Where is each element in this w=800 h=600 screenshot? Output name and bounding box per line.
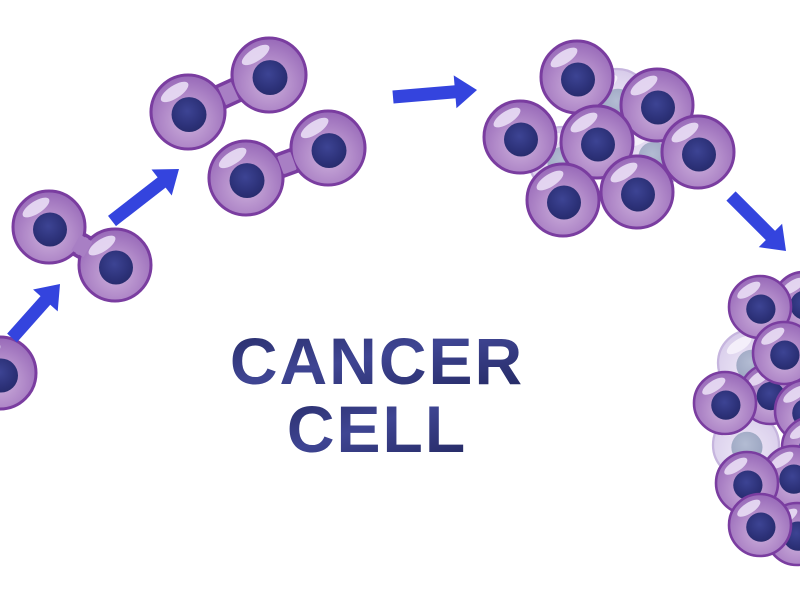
cell-nucleus	[33, 212, 67, 247]
cell-nucleus	[99, 250, 133, 285]
cell-highlight	[570, 112, 598, 133]
cell-nucleus	[0, 358, 18, 393]
flow-arrow	[726, 191, 786, 251]
cancer-cell	[660, 114, 736, 190]
cell-nucleus	[711, 390, 741, 420]
cell-highlight	[726, 336, 752, 355]
cell-nucleus	[547, 185, 581, 220]
arrow-shaft	[108, 176, 168, 227]
division-bridge-neck	[71, 234, 93, 258]
arrow-shaft	[726, 191, 777, 242]
cell-nucleus	[779, 464, 800, 494]
flow-arrow	[108, 169, 179, 227]
cell-highlight	[789, 422, 800, 440]
cell-highlight	[737, 499, 761, 517]
cell-nucleus	[641, 90, 675, 125]
cell-nucleus	[733, 470, 763, 500]
cell-nucleus	[682, 137, 716, 172]
cell-highlight	[761, 327, 785, 345]
cancer-cell	[230, 36, 308, 114]
cell-highlight	[630, 75, 658, 96]
cancer-cell	[77, 227, 153, 303]
division-bridge-neck	[218, 82, 239, 105]
cell-nucleus	[311, 133, 347, 169]
dividing-cell-pair	[149, 36, 308, 151]
flow-arrow	[7, 284, 61, 343]
title-line2: CELL	[287, 392, 467, 466]
division-bridge-neck	[277, 152, 297, 174]
cancer-cell	[692, 370, 758, 436]
arrow-head	[453, 75, 477, 109]
arrow-shaft	[7, 294, 52, 343]
dividing-cell-pair	[207, 109, 367, 217]
cell-highlight	[88, 235, 116, 256]
cell-nucleus	[770, 340, 800, 370]
cell-highlight	[536, 170, 564, 191]
cell-highlight	[724, 457, 748, 475]
cancer-cell	[525, 162, 601, 238]
cell-nucleus	[746, 512, 776, 542]
cell-nucleus	[790, 291, 800, 319]
flow-arrow	[392, 75, 477, 109]
cancer-cell	[289, 109, 367, 187]
cell-highlight	[783, 385, 800, 403]
cancer-cell	[599, 154, 675, 230]
cell-nucleus	[504, 122, 538, 157]
cell-highlight	[22, 197, 50, 218]
cell-nucleus	[581, 127, 615, 162]
arrow-head	[758, 223, 786, 251]
cell-body	[0, 335, 38, 411]
cell-nucleus	[561, 62, 595, 97]
cancer-cell	[0, 335, 38, 411]
cell-nucleus	[171, 97, 207, 133]
cell-highlight	[610, 162, 638, 183]
cancer-cell	[727, 492, 793, 558]
cancer-cell	[11, 189, 87, 265]
cell-nucleus	[252, 60, 288, 96]
cancer-cell	[751, 320, 800, 386]
cell-highlight	[671, 122, 699, 143]
title-line1: CANCER	[230, 324, 524, 398]
cell-highlight	[493, 107, 521, 128]
cell-nucleus	[746, 294, 776, 324]
cells-layer	[0, 36, 800, 567]
cell-highlight	[770, 451, 794, 469]
cancer-cell	[207, 139, 285, 217]
cancer-cell	[539, 39, 615, 115]
cell-highlight	[218, 147, 247, 169]
cell-highlight	[702, 377, 726, 395]
cell-highlight	[300, 117, 329, 139]
cell-highlight	[550, 47, 578, 68]
dividing-cell-pair	[11, 189, 153, 303]
arrow-head	[33, 284, 61, 312]
arrow-head	[151, 169, 179, 196]
cell-nucleus	[621, 177, 655, 212]
cancer-cell	[149, 73, 227, 151]
cell-highlight	[160, 81, 189, 103]
arrow-shaft	[392, 85, 458, 104]
cancer-cell	[559, 104, 635, 180]
cell-highlight	[241, 44, 270, 66]
cell-highlight	[737, 281, 761, 299]
cancer-cell	[482, 99, 558, 175]
cell-nucleus	[229, 163, 265, 199]
